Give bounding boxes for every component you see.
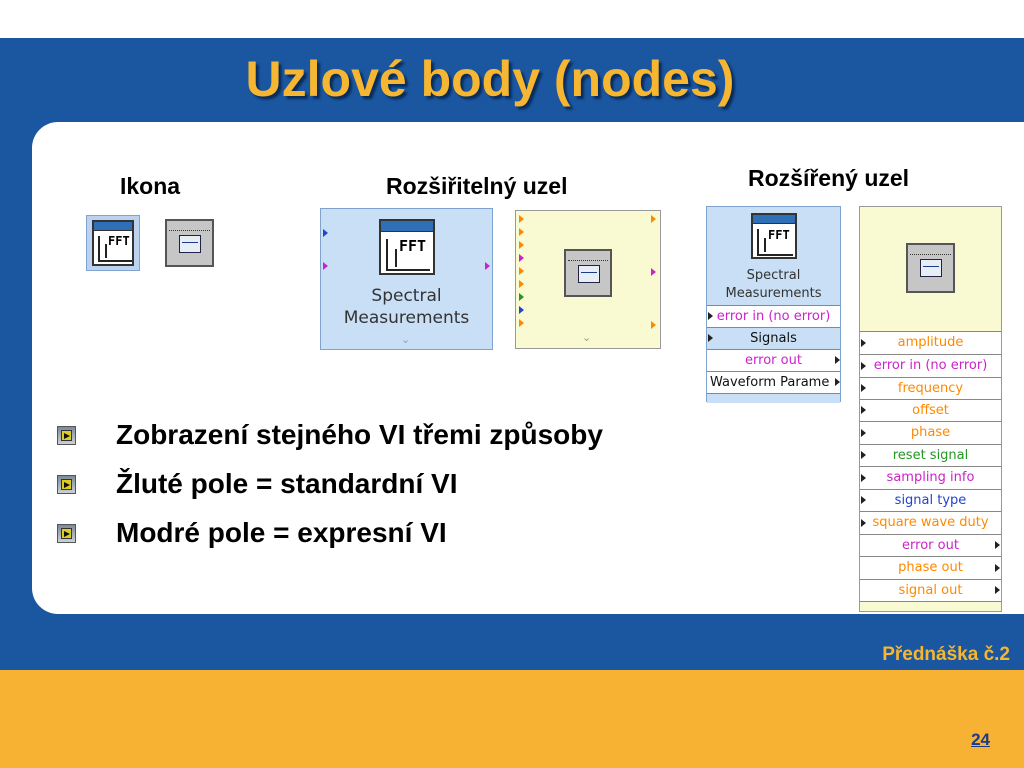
bullet-icon bbox=[57, 524, 76, 543]
slide-title: Uzlové body (nodes) bbox=[245, 51, 735, 107]
expandable-standard-node[interactable]: ⌄ bbox=[515, 210, 661, 349]
bullet-icon bbox=[57, 475, 76, 494]
standard-vi-icon bbox=[564, 249, 612, 297]
label-icon: Ikona bbox=[120, 173, 181, 199]
label-expanded-node: Rozšířený uzel bbox=[748, 165, 910, 191]
footer-band bbox=[0, 670, 1024, 768]
standard-vi-icon bbox=[906, 243, 955, 293]
fft-icon: FFT bbox=[379, 219, 435, 275]
label-expandable-node: Rozšiřitelný uzel bbox=[386, 173, 568, 199]
terminal-error-in[interactable]: error in (no error) bbox=[860, 354, 1001, 377]
terminal-signal-out[interactable]: signal out bbox=[860, 579, 1001, 601]
fft-icon: FFT bbox=[751, 213, 797, 259]
expanded-standard-node[interactable]: amplitude error in (no error) frequency … bbox=[859, 206, 1002, 612]
express-vi-icon[interactable]: FFT bbox=[86, 215, 140, 271]
waveform-icon bbox=[578, 265, 600, 283]
terminal-square-wave-duty[interactable]: square wave duty bbox=[860, 511, 1001, 534]
fft-icon-text: FFT bbox=[108, 234, 130, 248]
expand-chevron-icon[interactable]: ⌄ bbox=[582, 332, 592, 344]
bullet-text: Žluté pole = standardní VI bbox=[116, 468, 458, 499]
bullet-icon bbox=[57, 426, 76, 445]
express-node-label: Spectral Measurements bbox=[343, 286, 470, 328]
waveform-icon bbox=[179, 235, 201, 253]
bullet-text: Modré pole = expresní VI bbox=[116, 517, 447, 548]
terminal-offset[interactable]: offset bbox=[860, 399, 1001, 421]
expanded-express-node[interactable]: FFT Spectral Measurements error in (no e… bbox=[706, 206, 841, 403]
waveform-icon bbox=[920, 259, 942, 277]
expand-chevron-icon[interactable]: ⌄ bbox=[401, 334, 411, 346]
bullet-text: Zobrazení stejného VI třemi způsoby bbox=[116, 419, 603, 450]
terminal-error-out[interactable]: error out bbox=[707, 349, 840, 371]
fft-icon-text: FFT bbox=[399, 237, 427, 255]
fft-icon-text: FFT bbox=[768, 228, 790, 242]
page-number: 24 bbox=[971, 730, 990, 749]
terminal-error-in[interactable]: error in (no error) bbox=[707, 305, 840, 327]
terminal-signal-type[interactable]: signal type bbox=[860, 489, 1001, 511]
terminal-phase[interactable]: phase bbox=[860, 421, 1001, 444]
terminal-reset-signal[interactable]: reset signal bbox=[860, 444, 1001, 466]
terminal-signals[interactable]: Signals bbox=[707, 327, 840, 349]
terminal-error-out[interactable]: error out bbox=[860, 534, 1001, 556]
fft-icon: FFT bbox=[92, 220, 134, 266]
footer-lecture-label: Přednáška č.2 bbox=[882, 644, 1010, 665]
terminal-waveform-params[interactable]: Waveform Parame bbox=[707, 371, 840, 393]
standard-vi-icon[interactable] bbox=[165, 219, 214, 267]
terminal-phase-out[interactable]: phase out bbox=[860, 556, 1001, 579]
terminal-amplitude[interactable]: amplitude bbox=[860, 331, 1001, 354]
terminal-frequency[interactable]: frequency bbox=[860, 377, 1001, 399]
express-node-label: Spectral Measurements bbox=[725, 268, 822, 301]
expandable-express-node[interactable]: FFT Spectral Measurements ⌄ bbox=[320, 208, 493, 350]
terminal-sampling-info[interactable]: sampling info bbox=[860, 466, 1001, 489]
content-panel bbox=[32, 122, 1024, 614]
